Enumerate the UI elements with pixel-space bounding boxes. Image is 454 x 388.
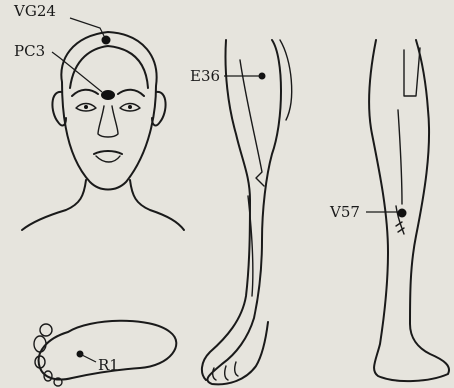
- head-figure: [22, 18, 184, 230]
- label-v57: V57: [330, 205, 360, 220]
- label-e36: E36: [190, 69, 220, 84]
- label-r1: R1: [98, 358, 119, 373]
- label-pc3: PC3: [14, 44, 45, 59]
- side-leg-figure: [366, 40, 449, 381]
- foot-sole-figure: [34, 321, 176, 386]
- label-vg24: VG24: [14, 4, 56, 19]
- front-leg-figure: [202, 40, 292, 384]
